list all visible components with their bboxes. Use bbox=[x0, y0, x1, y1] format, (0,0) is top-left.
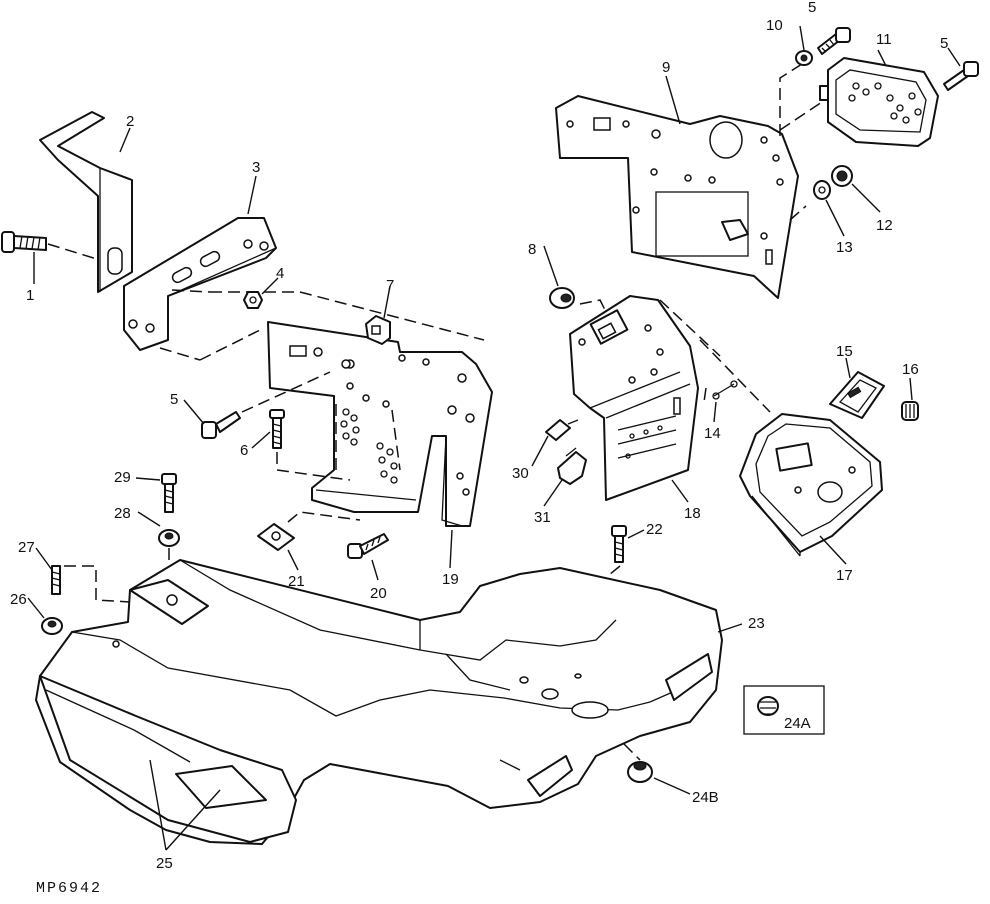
drawing-number: MP6942 bbox=[36, 880, 102, 897]
part-28-spacer bbox=[158, 529, 180, 547]
part-9-panel-plate bbox=[555, 63, 841, 299]
callout-5-top: 5 bbox=[808, 0, 816, 16]
callout-24a: 24A bbox=[784, 715, 811, 732]
part-23-fender bbox=[35, 559, 723, 845]
part-13-washer bbox=[813, 180, 831, 200]
callout-8: 8 bbox=[528, 241, 536, 258]
part-2-bracket bbox=[39, 111, 133, 293]
callout-labels: 1 2 3 4 5 6 7 8 9 10 5 11 5 12 13 14 15 … bbox=[10, 0, 948, 872]
alignment-line-left bbox=[159, 289, 485, 361]
callout-1: 1 bbox=[26, 287, 34, 304]
lens-texture bbox=[848, 82, 922, 124]
part-31-knob bbox=[557, 447, 587, 485]
callout-5-right: 5 bbox=[940, 35, 948, 52]
part-11-lens bbox=[819, 57, 939, 147]
part-8-grommet bbox=[549, 287, 575, 309]
part-18-switch-housing bbox=[569, 295, 771, 501]
callout-4: 4 bbox=[276, 265, 284, 282]
callout-27: 27 bbox=[18, 539, 35, 556]
callout-22: 22 bbox=[646, 521, 663, 538]
part-15-switch bbox=[829, 371, 885, 419]
callout-19: 19 bbox=[442, 571, 459, 588]
part-4-nut bbox=[243, 291, 263, 309]
part-5-bolt-top bbox=[817, 27, 851, 55]
callout-28: 28 bbox=[114, 505, 131, 522]
part-21-nut bbox=[257, 511, 361, 551]
part-26-grommet bbox=[41, 617, 63, 635]
callout-30: 30 bbox=[512, 465, 529, 482]
callout-14: 14 bbox=[704, 425, 721, 442]
part-10-washer bbox=[795, 50, 813, 66]
callout-23: 23 bbox=[748, 615, 765, 632]
part-16-knob bbox=[901, 401, 919, 421]
callout-21: 21 bbox=[288, 573, 305, 590]
callout-26: 26 bbox=[10, 591, 27, 608]
part-19-mounting-plate bbox=[267, 321, 493, 527]
part-6-screw bbox=[269, 409, 351, 481]
callout-31: 31 bbox=[534, 509, 551, 526]
vent-holes-cluster-a bbox=[340, 408, 360, 446]
part-27-stud bbox=[51, 565, 131, 603]
callout-24b: 24B bbox=[692, 789, 719, 806]
vent-holes-cluster-b bbox=[376, 442, 398, 484]
part-24a-inset bbox=[743, 685, 825, 735]
part-14-pin bbox=[712, 380, 738, 400]
callout-9: 9 bbox=[662, 59, 670, 76]
part-3-bracket bbox=[123, 217, 277, 351]
callout-17: 17 bbox=[836, 567, 853, 584]
callout-16: 16 bbox=[902, 361, 919, 378]
part-1-bolt bbox=[1, 231, 101, 261]
part-12-grommet bbox=[831, 165, 853, 187]
callout-5-left: 5 bbox=[170, 391, 178, 408]
callout-18: 18 bbox=[684, 505, 701, 522]
part-29-bolt bbox=[161, 473, 177, 513]
part-20-screw bbox=[347, 533, 389, 559]
leader-lines bbox=[27, 25, 961, 851]
part-17-cover bbox=[739, 413, 883, 557]
callout-11: 11 bbox=[876, 31, 892, 48]
part-7-clip bbox=[365, 315, 391, 345]
part-5-bolt-right bbox=[943, 61, 979, 91]
part-30-connector bbox=[545, 419, 579, 441]
callout-2: 2 bbox=[126, 113, 134, 130]
callout-15: 15 bbox=[836, 343, 853, 360]
callout-6: 6 bbox=[240, 442, 248, 459]
part-24b-grommet bbox=[623, 743, 653, 783]
callout-10: 10 bbox=[766, 17, 783, 34]
callout-13: 13 bbox=[836, 239, 853, 256]
callout-29: 29 bbox=[114, 469, 131, 486]
callout-7: 7 bbox=[386, 277, 394, 294]
callout-25: 25 bbox=[156, 855, 173, 872]
part-5-bolt-left bbox=[201, 359, 351, 439]
callout-3: 3 bbox=[252, 159, 260, 176]
callout-20: 20 bbox=[370, 585, 387, 602]
callout-12: 12 bbox=[876, 217, 893, 234]
